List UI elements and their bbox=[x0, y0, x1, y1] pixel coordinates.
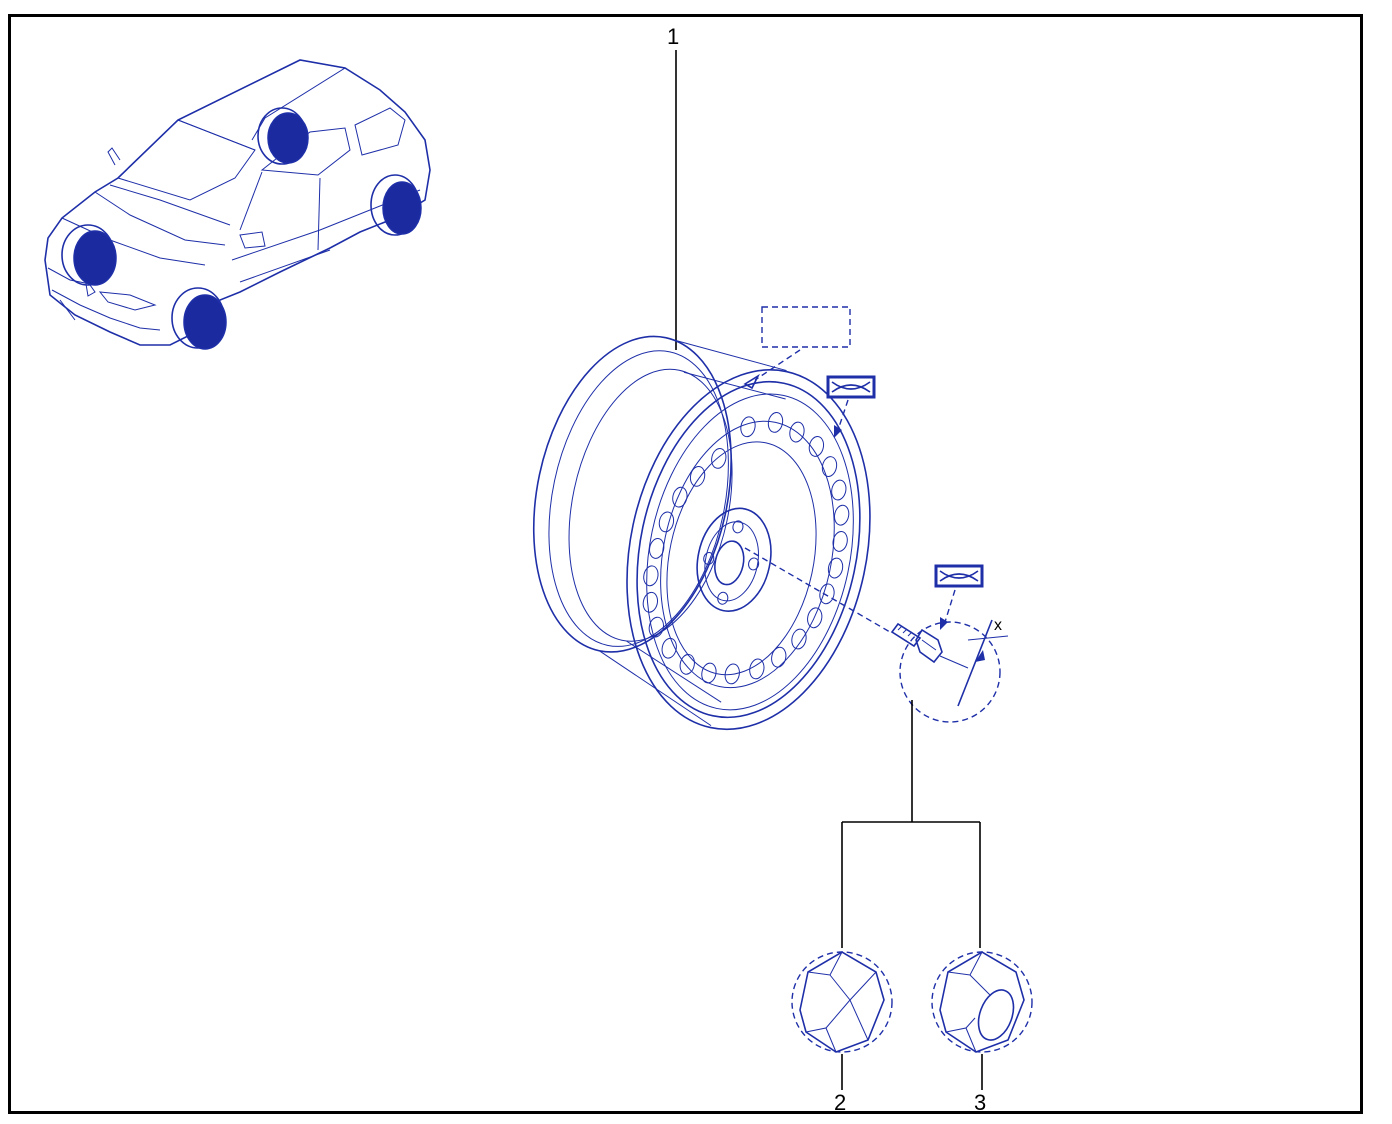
callout-3: 3 bbox=[974, 1090, 986, 1115]
wheel-marker-rear-left bbox=[257, 107, 309, 165]
lubricant-symbol-icon bbox=[934, 564, 984, 630]
steel-wheel-rim bbox=[532, 335, 871, 731]
dimension-label: x bbox=[994, 617, 1002, 634]
wheel-nut-closed bbox=[791, 951, 893, 1053]
callout-2: 2 bbox=[834, 1090, 846, 1115]
wheel-bolt: x bbox=[890, 617, 1009, 723]
label-box bbox=[743, 306, 851, 390]
lubricant-symbol-icon bbox=[826, 375, 876, 438]
vehicle-illustration bbox=[44, 59, 431, 350]
callout-1: 1 bbox=[667, 24, 679, 49]
drawing-frame bbox=[8, 14, 1363, 1114]
ventilation-holes bbox=[642, 412, 850, 685]
callout-leaders bbox=[841, 700, 983, 1090]
wheel-marker-rear-right bbox=[370, 174, 422, 236]
wheel-nut-open bbox=[931, 951, 1033, 1053]
wheel-marker-front-right bbox=[171, 287, 227, 350]
wheel-marker-front-left bbox=[61, 224, 117, 286]
